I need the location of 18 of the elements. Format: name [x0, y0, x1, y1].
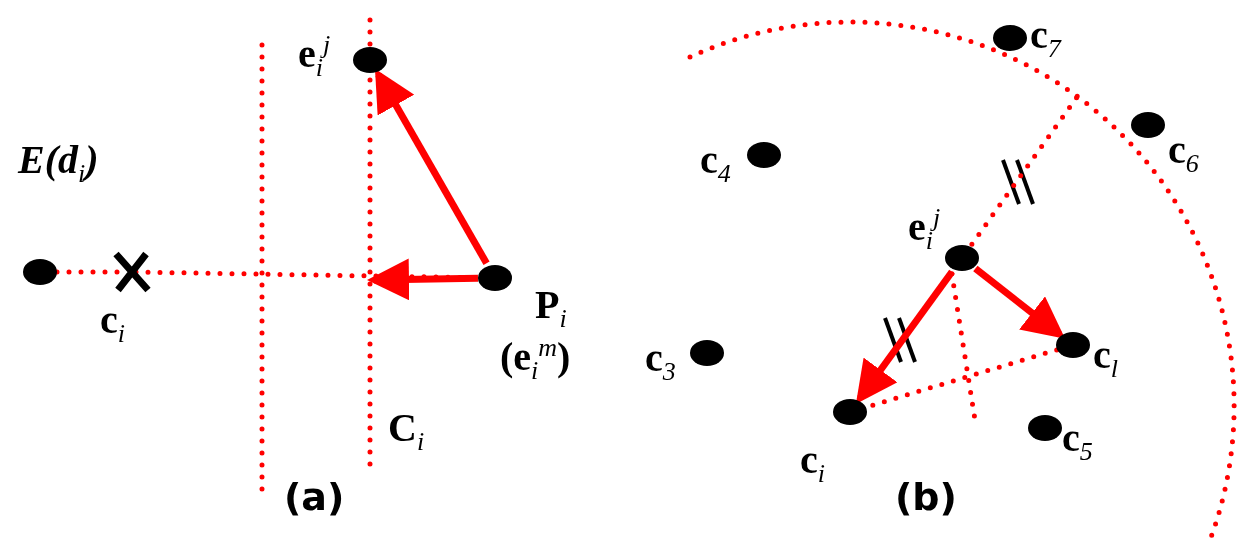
point-label: c$_{3}$ [645, 338, 676, 385]
arrow [973, 265, 1066, 339]
point-label: E(d$_{i}$) [18, 140, 99, 187]
point-label: c$_{4}$ [700, 140, 731, 187]
point-label: c$_{i}$ [800, 440, 825, 487]
point-label: c$_{6}$ [1168, 130, 1199, 177]
panel-label: (a) [284, 478, 345, 516]
point-label: c$_{i}$ [100, 300, 125, 347]
point-label: c$_{l}$ [1093, 335, 1118, 382]
point-label: c$_{7}$ [1030, 15, 1061, 62]
point-label: (e$_{i}$$^{m}$) [500, 335, 571, 385]
point-label: P$_{i}$ [535, 285, 567, 332]
arrow [855, 269, 955, 404]
point-label: c$_{5}$ [1062, 418, 1093, 465]
dotted-line [969, 94, 1080, 247]
arrow [367, 258, 479, 301]
panel-label: (b) [895, 478, 957, 516]
line-label: C$_{i}$ [388, 408, 425, 455]
